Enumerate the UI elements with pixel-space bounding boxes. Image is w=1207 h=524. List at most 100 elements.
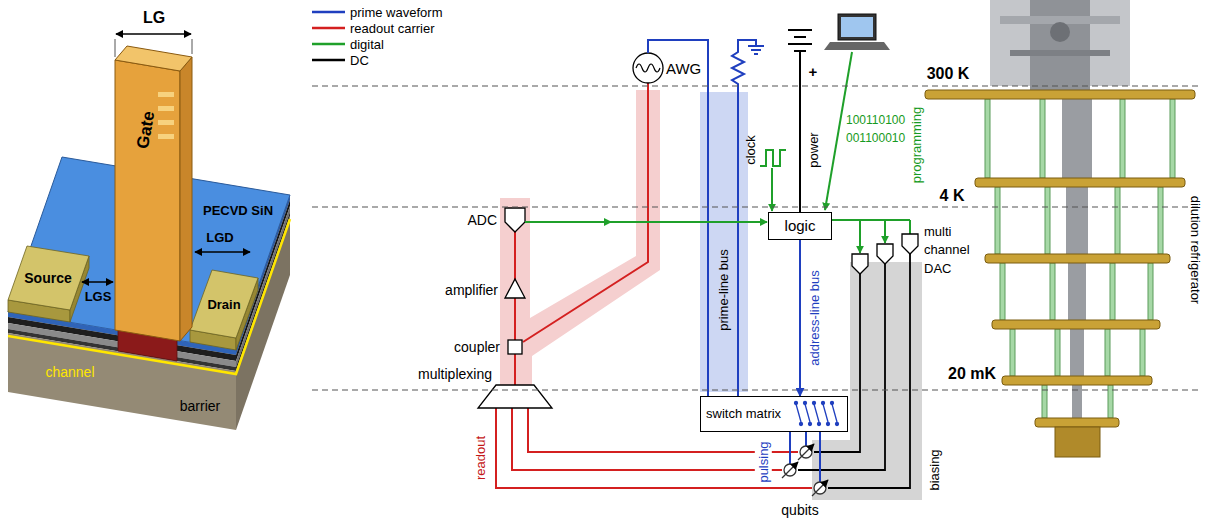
gate-shape (115, 46, 192, 341)
source-pad-shape (8, 246, 89, 322)
switch-symbols-part (832, 404, 837, 422)
pulsing-wires-part (805, 432, 807, 446)
layer-label-holder: PECVD SiN (203, 201, 273, 219)
readout-components-part (508, 340, 522, 354)
drain-pad-shape-part (190, 270, 258, 338)
drain-pad: Drain (207, 298, 240, 313)
temperature-label-holder: 4 K (940, 187, 965, 205)
fridge-posts-part (1050, 263, 1055, 320)
legend-text-holder: digital (350, 35, 384, 53)
bias-band (812, 262, 922, 500)
legend-lines-part (312, 43, 345, 46)
gate-shape-part (115, 60, 180, 341)
photo-caption-holder: dilution refrigerator (1187, 196, 1205, 304)
line-group-label-holder: readout (471, 436, 489, 480)
switch-symbols-part (795, 402, 798, 405)
digital-wires (525, 218, 910, 253)
dac-symbols-part (877, 244, 893, 264)
drain-pad-shape (190, 270, 258, 350)
switch-symbols-part (805, 404, 810, 422)
battery-symbol-part (799, 51, 801, 212)
qubit-symbols-part (798, 444, 814, 460)
binary-code-holder: 100110100 001100010 (846, 110, 912, 147)
bus-label: address-line bus (807, 270, 822, 365)
binary-code: 100110100 001100010 (846, 113, 905, 145)
switch-symbols (795, 402, 839, 426)
transistor-illustration (8, 34, 290, 430)
legend-text-holder: prime waveform (350, 3, 442, 21)
instrument-label-holder: AWG (666, 60, 701, 78)
source-pad-shape-part (8, 246, 89, 310)
stage-lines (312, 86, 1200, 390)
node-text: logic (785, 217, 816, 234)
fridge-stages-part (1062, 99, 1092, 178)
bus-label: prime-line bus (716, 249, 731, 331)
legend-text-holder: readout carrier (350, 19, 435, 37)
digital-wires-part (832, 219, 910, 221)
switch-symbols-part (822, 402, 825, 405)
component-label-holder: multiplexing (418, 365, 492, 383)
switch-symbols-part (814, 404, 819, 422)
laptop-icon (824, 14, 890, 210)
layer-label: barrier (180, 398, 220, 414)
switch-symbols-part (813, 402, 816, 405)
switch-symbols-part (836, 423, 839, 426)
source-pad: Source (24, 270, 71, 286)
dac-symbols-part (902, 234, 918, 254)
dimension-label: LGD (206, 230, 233, 245)
bus-connector (799, 240, 801, 396)
battery-symbol-part (788, 43, 812, 45)
fridge-posts-part (1120, 99, 1125, 178)
dimension-arrows-part (195, 251, 250, 253)
fridge-posts-part (1110, 263, 1115, 320)
qubit-symbols (782, 444, 828, 496)
gate-shape-part (158, 106, 174, 111)
battery-symbol-part (794, 36, 806, 38)
switch-symbols-part (827, 423, 830, 426)
fridge-stages-part (1068, 263, 1086, 320)
component-label-holder: multi channel DAC (924, 222, 980, 277)
dimension-arrows (82, 34, 250, 282)
fridge-plates-part (975, 178, 1185, 187)
instrument-label: AWG (666, 60, 701, 77)
component-label: multiplexing (418, 366, 492, 382)
node-text: Drain (207, 298, 240, 313)
dac-symbols-part (852, 254, 868, 274)
awg-symbol (633, 53, 663, 83)
component-label: ADC (467, 212, 497, 228)
readout-components-part (505, 279, 525, 298)
fridge-posts-part (1148, 263, 1153, 320)
fridge-posts (985, 99, 1175, 418)
qubit-symbols-part (812, 480, 828, 496)
component-label: coupler (454, 339, 500, 355)
component-label: multi channel DAC (924, 224, 970, 276)
fridge-plates-part (985, 254, 1170, 263)
legend-lines-part (312, 27, 345, 30)
switch-symbols-part (823, 404, 828, 422)
temperature-label: 300 K (927, 65, 970, 82)
component-label-holder: qubits (781, 501, 818, 519)
fridge-stages-part (1066, 187, 1088, 254)
laptop-icon-part (824, 42, 890, 50)
signal-label: programming (909, 107, 924, 184)
fridge-photo-part (1010, 50, 1110, 56)
bus-label-holder: address-line bus (805, 270, 823, 365)
layer-label-holder: channel (45, 363, 94, 381)
switch-symbols-part (796, 404, 801, 422)
prime-line-wires-part (754, 53, 758, 55)
awg-symbol-part (633, 53, 663, 83)
prime-line-wires-part (732, 40, 756, 396)
polarity-sign: + (809, 63, 818, 80)
bias-wires-part (798, 264, 885, 470)
temperature-label-holder: 300 K (927, 65, 970, 83)
node-text: Source (24, 270, 71, 286)
signal-label-holder: clock (741, 135, 759, 165)
bus-label-holder: prime-line bus (714, 249, 732, 331)
dimension-label: LG (143, 9, 165, 26)
node-text: switch matrix (706, 407, 847, 422)
layer-label: channel (45, 364, 94, 380)
legend-lines-part (312, 11, 345, 14)
gate-shape-part (158, 134, 174, 139)
